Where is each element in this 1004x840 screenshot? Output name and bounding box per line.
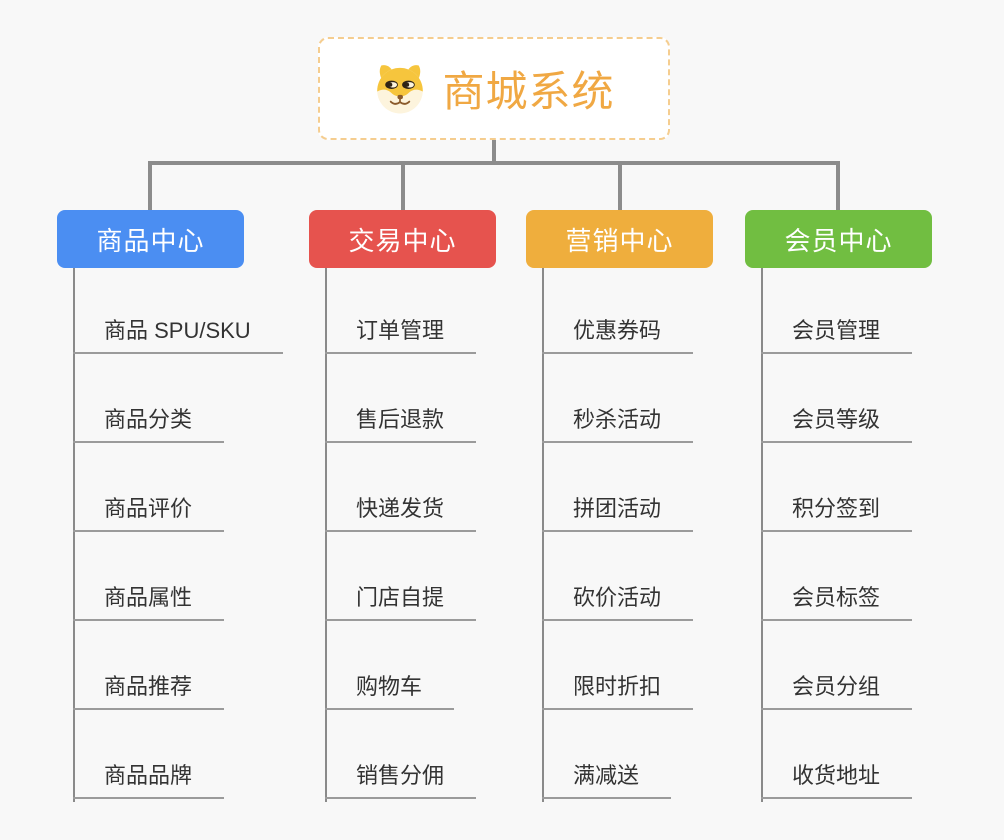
drop-connector-member [836,161,840,210]
leaf-column-marketing: 优惠券码 秒杀活动 拼团活动 砍价活动 限时折扣 满减送 [542,265,694,799]
leaf-column-product: 商品 SPU/SKU 商品分类 商品评价 商品属性 商品推荐 商品品牌 [73,265,283,799]
leaf-node[interactable]: 积分签到 [761,443,913,532]
leaf-node[interactable]: 商品属性 [73,532,225,621]
spine-connector-product [73,268,75,802]
leaf-node[interactable]: 售后退款 [325,354,477,443]
leaf-node[interactable]: 会员标签 [761,532,913,621]
leaf-node[interactable]: 砍价活动 [542,532,694,621]
leaf-node[interactable]: 订单管理 [325,265,477,354]
leaf-node[interactable]: 优惠券码 [542,265,694,354]
leaf-node[interactable]: 会员分组 [761,621,913,710]
leaf-column-member: 会员管理 会员等级 积分签到 会员标签 会员分组 收货地址 [761,265,913,799]
leaf-node[interactable]: 拼团活动 [542,443,694,532]
branch-header-marketing-center[interactable]: 营销中心 [526,210,713,268]
leaf-node[interactable]: 会员管理 [761,265,913,354]
drop-connector-trade [401,161,405,210]
drop-connector-product [148,161,152,210]
leaf-node[interactable]: 满减送 [542,710,672,799]
leaf-node[interactable]: 会员等级 [761,354,913,443]
leaf-node[interactable]: 限时折扣 [542,621,694,710]
branch-header-trade-center[interactable]: 交易中心 [309,210,496,268]
root-stem-connector [492,140,496,165]
leaf-node[interactable]: 购物车 [325,621,455,710]
drop-connector-marketing [618,161,622,210]
leaf-node[interactable]: 商品 SPU/SKU [73,265,283,354]
leaf-node[interactable]: 收货地址 [761,710,913,799]
spine-connector-trade [325,268,327,802]
leaf-node[interactable]: 门店自提 [325,532,477,621]
branch-bus-connector [148,161,840,165]
leaf-node[interactable]: 销售分佣 [325,710,477,799]
leaf-node[interactable]: 商品推荐 [73,621,225,710]
root-node-label: 商城系统 [442,68,615,115]
branch-header-member-center[interactable]: 会员中心 [745,210,932,268]
spine-connector-marketing [542,268,544,802]
leaf-node[interactable]: 商品品牌 [73,710,225,799]
root-node-mall-system[interactable]: 商城系统 [318,37,670,140]
spine-connector-member [761,268,763,802]
leaf-node[interactable]: 商品评价 [73,443,225,532]
leaf-node[interactable]: 秒杀活动 [542,354,694,443]
doge-icon [377,64,424,113]
leaf-node[interactable]: 快递发货 [325,443,477,532]
leaf-node[interactable]: 商品分类 [73,354,225,443]
leaf-column-trade: 订单管理 售后退款 快递发货 门店自提 购物车 销售分佣 [325,265,477,799]
branch-header-product-center[interactable]: 商品中心 [57,210,244,268]
